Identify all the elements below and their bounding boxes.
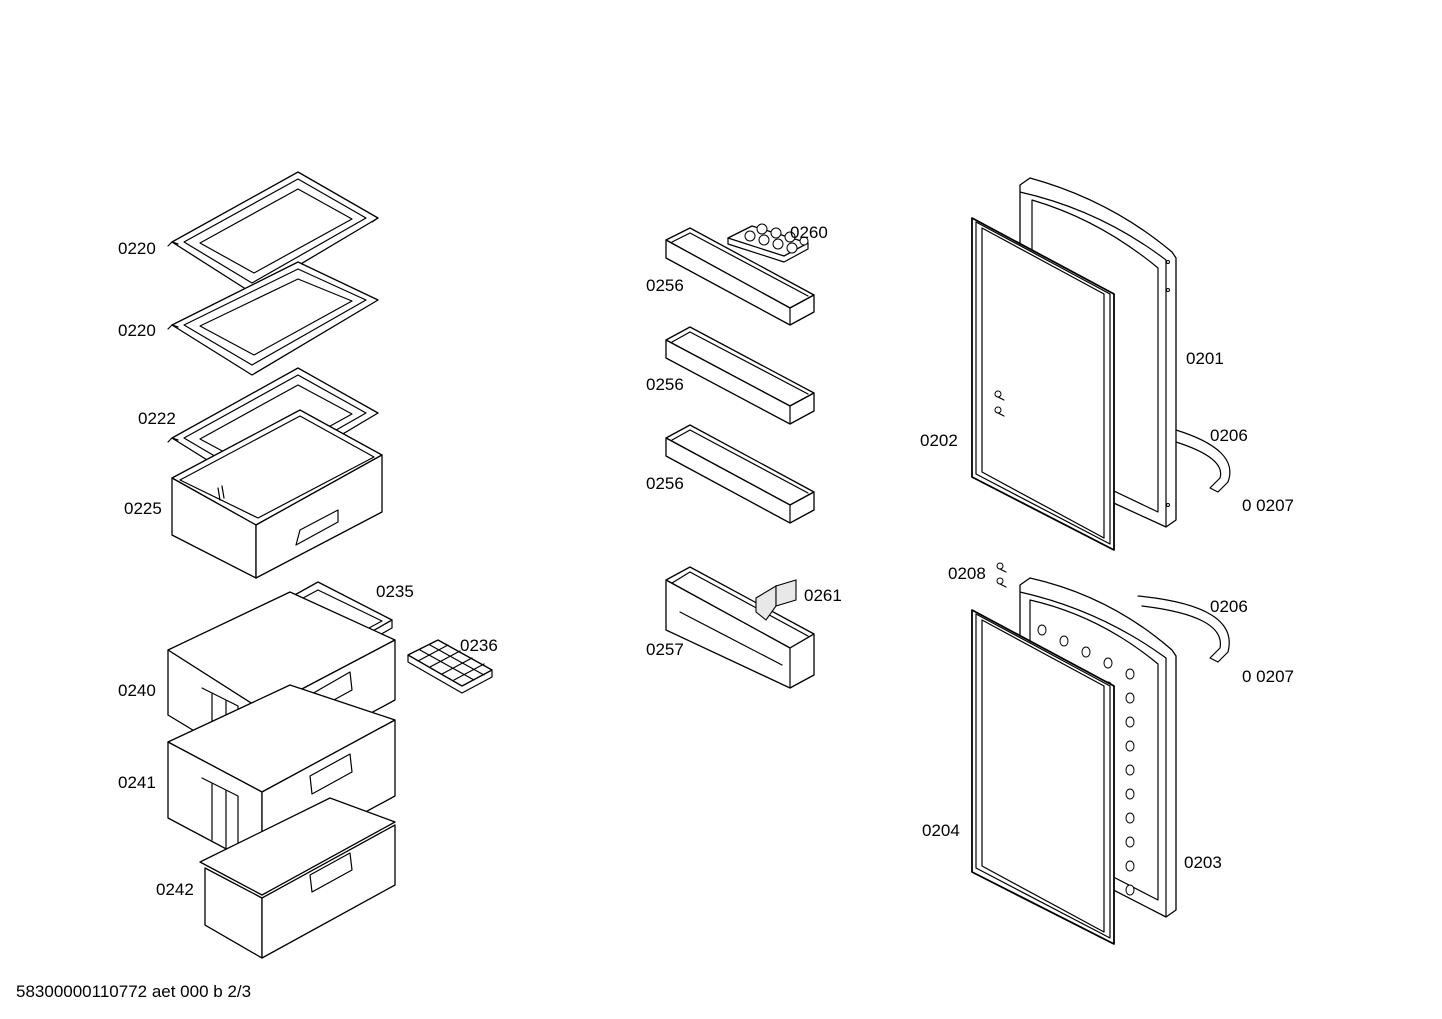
- part-label-0220: 0220: [118, 239, 156, 258]
- door-dimple: [1125, 788, 1135, 800]
- door-gasket-0202: [971, 217, 1115, 551]
- part-label-0208: 0208: [948, 564, 986, 583]
- part-label-0256: 0256: [646, 276, 684, 295]
- door-dimple: [1059, 635, 1069, 647]
- part-label-0241: 0241: [118, 773, 156, 792]
- door-bin-0256-bottom: [665, 424, 815, 524]
- door-gasket-0204: [971, 609, 1115, 945]
- door-dimple: [1125, 716, 1135, 728]
- part-label-0201: 0201: [1186, 349, 1224, 368]
- part-label-0256: 0256: [646, 474, 684, 493]
- door-dimple: [1125, 860, 1135, 872]
- door-dimple: [1125, 764, 1135, 776]
- part-label-0203: 0203: [1184, 853, 1222, 872]
- egg-tray-0260: [727, 223, 809, 263]
- part-label-0260: 0260: [790, 223, 828, 242]
- part-label-0240: 0240: [118, 681, 156, 700]
- door-dimple: [1125, 668, 1135, 680]
- bottle-divider-0261: [755, 579, 797, 621]
- ice-tray-0236: [407, 639, 493, 694]
- part-label-0202: 0202: [920, 431, 958, 450]
- part-label-0256: 0256: [646, 375, 684, 394]
- door-bin-0256-top: [665, 227, 815, 326]
- glass-shelf-0220-second: [167, 261, 379, 376]
- part-label-0257: 0257: [646, 640, 684, 659]
- door-dimple: [1037, 624, 1047, 636]
- crisper-box-0225: [171, 409, 383, 579]
- part-label-0242: 0242: [156, 880, 194, 899]
- drawing-id: 58300000110772 aet 000 b 2/3: [16, 982, 251, 1001]
- door-dimple: [1125, 812, 1135, 824]
- door-dimple: [1125, 836, 1135, 848]
- part-label-0235: 0235: [376, 582, 414, 601]
- door-dimple: [1081, 646, 1091, 658]
- part-label-0207: 0 0207: [1242, 667, 1294, 686]
- part-label-0206: 0206: [1210, 597, 1248, 616]
- part-label-0220: 0220: [118, 321, 156, 340]
- part-label-0236: 0236: [460, 636, 498, 655]
- door-dimple: [1125, 740, 1135, 752]
- part-label-0207: 0 0207: [1242, 496, 1294, 515]
- door-dimple: [1125, 692, 1135, 704]
- part-label-0204: 0204: [922, 821, 960, 840]
- screws-0208: [994, 390, 1007, 588]
- part-label-0206: 0206: [1210, 426, 1248, 445]
- part-label-0222: 0222: [138, 409, 176, 428]
- hinge-0206-lower: [1137, 595, 1230, 663]
- glass-shelf-0220-top: [167, 171, 379, 294]
- part-label-0225: 0225: [124, 499, 162, 518]
- door-dimple: [1125, 884, 1135, 896]
- part-label-0261: 0261: [804, 586, 842, 605]
- drawer-0242: [199, 797, 396, 959]
- door-bin-0256-middle: [665, 326, 815, 425]
- door-dimple: [1103, 657, 1113, 669]
- hinge-0206-upper: [1175, 429, 1231, 493]
